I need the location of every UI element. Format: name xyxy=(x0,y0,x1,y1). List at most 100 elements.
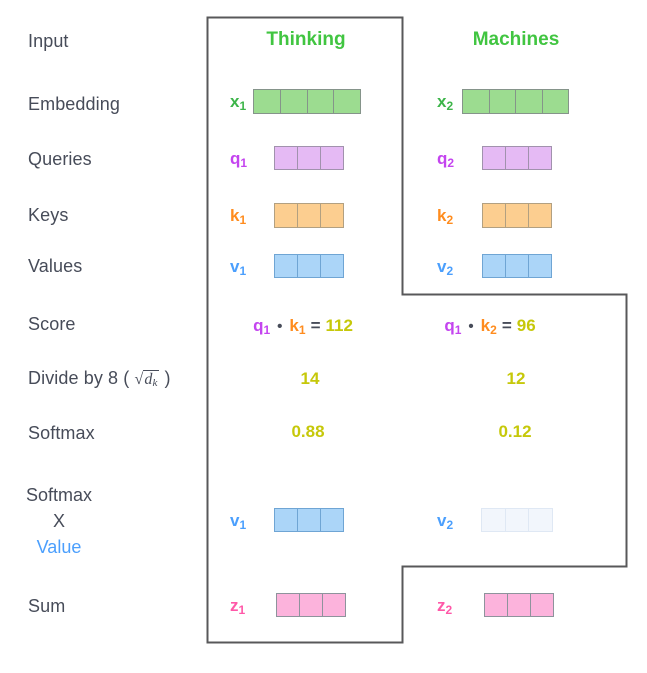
sqrt-argument-subscript: k xyxy=(152,377,158,389)
vector-cell xyxy=(322,594,345,616)
sqrt-dk-expression: √dk xyxy=(134,370,160,389)
vector-label-x1: x1 xyxy=(230,92,247,113)
vector-cell xyxy=(277,594,299,616)
vector-cell xyxy=(320,509,343,531)
vector-v1 xyxy=(274,254,344,278)
equals-sign: = xyxy=(310,316,321,335)
vector-label-v1-weighted: v1 xyxy=(230,511,247,532)
vector-cell xyxy=(482,509,505,531)
vector-k1 xyxy=(274,203,344,228)
sqrt-argument-letter: d xyxy=(144,371,153,388)
divide-value-right: 12 xyxy=(506,369,526,388)
score-right-k-term: k2 xyxy=(480,316,497,337)
divide-value-left: 14 xyxy=(300,369,320,388)
vector-cell xyxy=(528,255,551,277)
row-label-softmax-x-value: Softmax X Value xyxy=(21,482,97,560)
vector-v2-weighted-faded xyxy=(481,508,553,532)
vector-cell xyxy=(320,147,343,169)
equals-sign: = xyxy=(501,316,512,335)
vector-cell xyxy=(528,204,551,227)
vector-label-v2-weighted: v2 xyxy=(437,511,454,532)
vector-cell xyxy=(275,255,297,277)
column-header-machines: Machines xyxy=(472,29,560,50)
vector-label-k2: k2 xyxy=(437,206,454,227)
vector-label-v2: v2 xyxy=(437,257,454,278)
vector-cell xyxy=(483,255,505,277)
vector-cell xyxy=(297,255,320,277)
vector-cell xyxy=(483,204,505,227)
row-label-divide-by-8: Divide by 8 ( √dk ) xyxy=(28,368,171,389)
vector-cell xyxy=(463,90,489,113)
divide-label-prefix: Divide by 8 ( xyxy=(28,368,135,388)
sqrt-symbol: √ xyxy=(134,371,144,388)
softmax-value-right: 0.12 xyxy=(498,422,532,441)
vector-cell xyxy=(515,90,542,113)
vector-v1-weighted xyxy=(274,508,344,532)
row-label-score: Score xyxy=(28,314,76,334)
vector-label-x2: x2 xyxy=(437,92,454,113)
vector-cell xyxy=(507,594,530,616)
vector-cell xyxy=(275,509,297,531)
vector-label-z2: z2 xyxy=(437,596,453,617)
score-left-value: 112 xyxy=(325,316,353,335)
vector-label-v1: v1 xyxy=(230,257,247,278)
vector-cell xyxy=(530,594,553,616)
vector-x2 xyxy=(462,89,569,114)
row-label-queries: Queries xyxy=(28,149,92,169)
score-right-value: 96 xyxy=(516,316,536,335)
vector-label-q2: q2 xyxy=(437,149,455,170)
vector-label-k1: k1 xyxy=(230,206,247,227)
vector-x1 xyxy=(253,89,361,114)
vector-k2 xyxy=(482,203,552,228)
vector-cell xyxy=(505,255,528,277)
divide-label-suffix: ) xyxy=(159,368,171,388)
sqrt-argument: dk xyxy=(143,370,160,389)
vector-z1 xyxy=(276,593,346,617)
vector-label-z1: z1 xyxy=(230,596,246,617)
vector-cell xyxy=(528,509,552,531)
row-label-values: Values xyxy=(28,256,83,276)
vector-cell xyxy=(505,204,528,227)
row-label-keys: Keys xyxy=(28,205,69,225)
row-label-sum: Sum xyxy=(28,596,66,616)
vector-z2 xyxy=(484,593,554,617)
vector-q1 xyxy=(274,146,344,170)
vector-cell xyxy=(320,204,343,227)
vector-cell xyxy=(279,90,307,113)
vector-cell xyxy=(299,594,322,616)
vector-cell xyxy=(528,147,551,169)
softmax-x-value-line2: X xyxy=(52,511,65,531)
vector-cell xyxy=(320,255,343,277)
score-expression-right: q1 • k2=96 xyxy=(444,316,535,336)
softmax-x-value-line1: Softmax xyxy=(25,485,93,505)
vector-cell xyxy=(254,90,280,113)
row-label-embedding: Embedding xyxy=(28,94,120,114)
vector-cell xyxy=(488,90,516,113)
vector-cell xyxy=(275,147,297,169)
score-expression-left: q1 • k1=112 xyxy=(253,316,353,336)
vector-q2 xyxy=(482,146,552,170)
row-label-softmax: Softmax xyxy=(28,423,95,443)
score-right-q-term: q1 xyxy=(444,316,462,337)
vector-cell xyxy=(297,147,320,169)
vector-cell xyxy=(485,594,507,616)
vector-cell xyxy=(275,204,297,227)
dot-operator: • xyxy=(468,318,474,335)
row-label-input: Input xyxy=(28,31,69,51)
score-left-q-term: q1 xyxy=(253,316,271,337)
vector-cell xyxy=(483,147,505,169)
vector-v2 xyxy=(482,254,552,278)
vector-cell xyxy=(333,90,360,113)
vector-cell xyxy=(306,90,334,113)
column-header-thinking: Thinking xyxy=(266,29,346,50)
softmax-value-left: 0.88 xyxy=(291,422,325,441)
dot-operator: • xyxy=(277,318,283,335)
score-left-k-term: k1 xyxy=(289,316,306,337)
vector-cell xyxy=(504,509,529,531)
softmax-x-value-line3: Value xyxy=(36,537,82,557)
attention-scope-outline-path xyxy=(206,16,628,644)
vector-cell xyxy=(297,509,320,531)
vector-label-q1: q1 xyxy=(230,149,248,170)
vector-cell xyxy=(297,204,320,227)
